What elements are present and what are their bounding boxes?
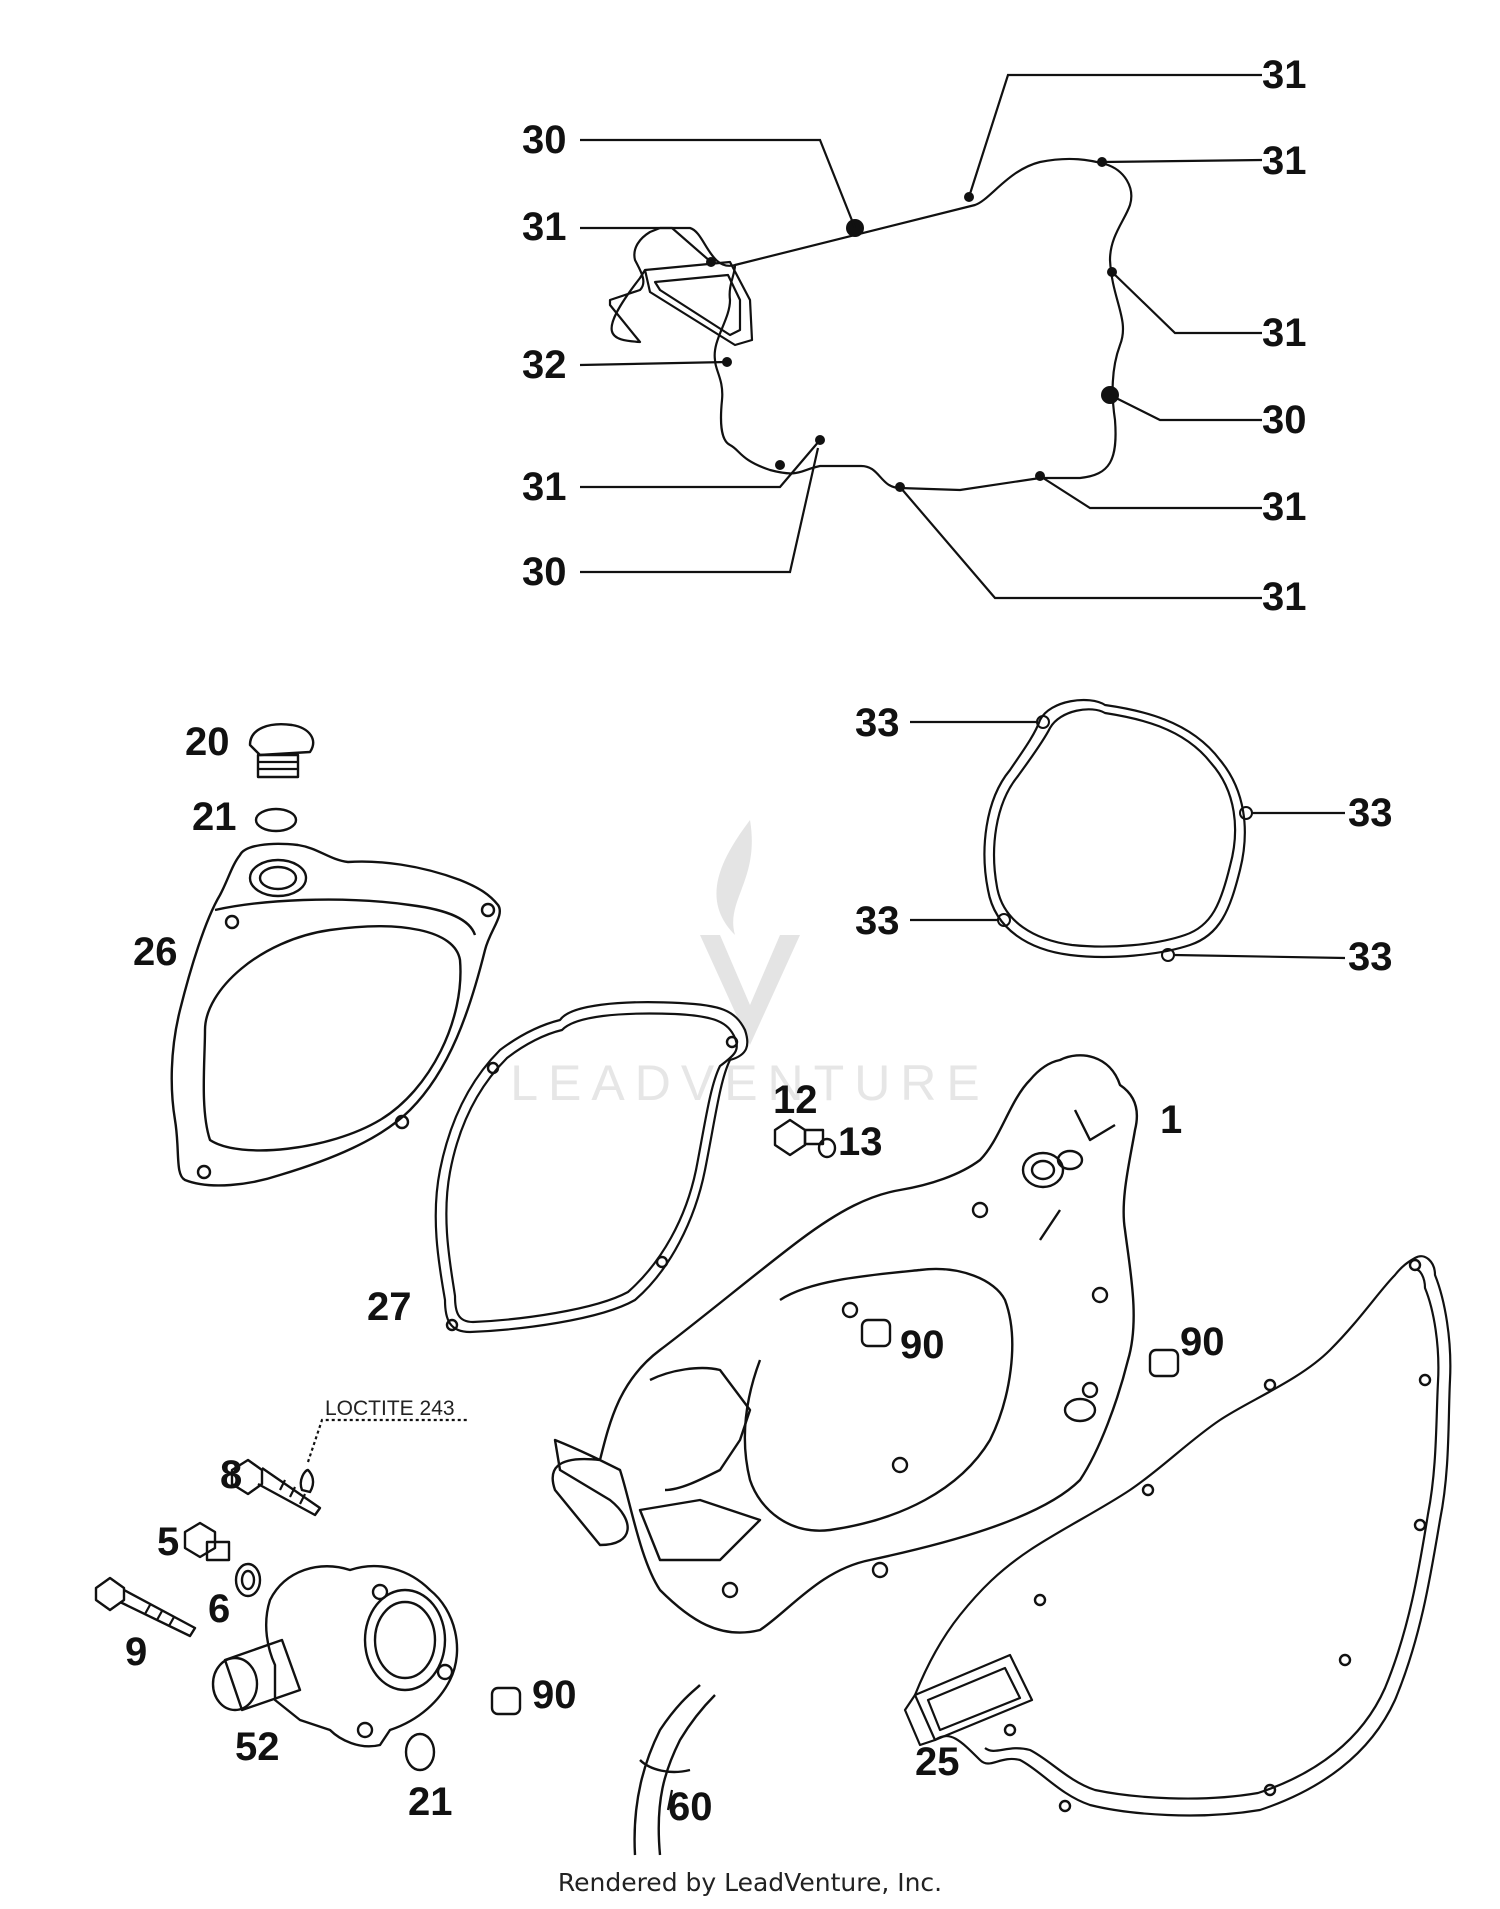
clutch-gasket	[434, 1001, 749, 1334]
callout-1: 1	[1160, 1098, 1182, 1142]
hose	[633, 1684, 716, 1856]
callout-33-c: 33	[855, 899, 900, 943]
right-crankcase-cover	[551, 1054, 1139, 1634]
callout-20: 20	[185, 720, 230, 764]
callout-12: 12	[773, 1078, 818, 1122]
callout-90-a: 90	[900, 1323, 945, 1367]
callout-33-d: 33	[1348, 935, 1393, 979]
callout-30-c: 30	[522, 550, 567, 594]
footer-credit: Rendered by LeadVenture, Inc.	[557, 1868, 943, 1897]
callout-60: 60	[668, 1785, 713, 1829]
clutch-cover	[170, 842, 501, 1187]
callout-31-c: 31	[522, 205, 567, 249]
callout-32: 32	[522, 343, 567, 387]
callout-25: 25	[915, 1740, 960, 1784]
callout-52: 52	[235, 1725, 280, 1769]
callout-6: 6	[208, 1587, 230, 1631]
ignition-leaders	[910, 720, 1346, 960]
callouts: 31 30 31 31 31 32 30 31 31 30 31 20 21 2…	[125, 53, 1393, 1829]
callout-31-d: 31	[1262, 311, 1307, 355]
callout-8: 8	[220, 1453, 242, 1497]
callout-27: 27	[367, 1285, 412, 1329]
callout-31-f: 31	[1262, 485, 1307, 529]
top-leaders	[579, 73, 1263, 600]
top-gasket	[608, 157, 1133, 492]
callout-90-b: 90	[1180, 1320, 1225, 1364]
loctite-note: LOCTITE 243	[325, 1397, 455, 1420]
callout-21-b: 21	[408, 1780, 453, 1824]
callout-5: 5	[157, 1520, 179, 1564]
water-pump	[94, 1418, 468, 1772]
watermark-text: LEADVENTURE	[510, 1055, 990, 1111]
callout-30-a: 30	[522, 118, 567, 162]
callout-30-b: 30	[1262, 398, 1307, 442]
callout-33-b: 33	[1348, 791, 1393, 835]
callout-9: 9	[125, 1630, 147, 1674]
crankcase-gasket	[903, 1255, 1452, 1817]
callout-31-e: 31	[522, 465, 567, 509]
callout-31-b: 31	[1262, 139, 1307, 183]
callout-26: 26	[133, 930, 178, 974]
dowel-pins	[490, 1318, 1180, 1716]
callout-31-a: 31	[1262, 53, 1307, 97]
callout-31-g: 31	[1262, 575, 1307, 619]
callout-33-a: 33	[855, 701, 900, 745]
ignition-gasket	[983, 698, 1253, 962]
oil-plug	[248, 723, 315, 833]
bolt-12	[773, 1118, 837, 1159]
callout-90-c: 90	[532, 1673, 577, 1717]
watermark: LEADVENTURE	[510, 820, 990, 1111]
callout-13: 13	[838, 1120, 883, 1164]
callout-21-a: 21	[192, 795, 237, 839]
